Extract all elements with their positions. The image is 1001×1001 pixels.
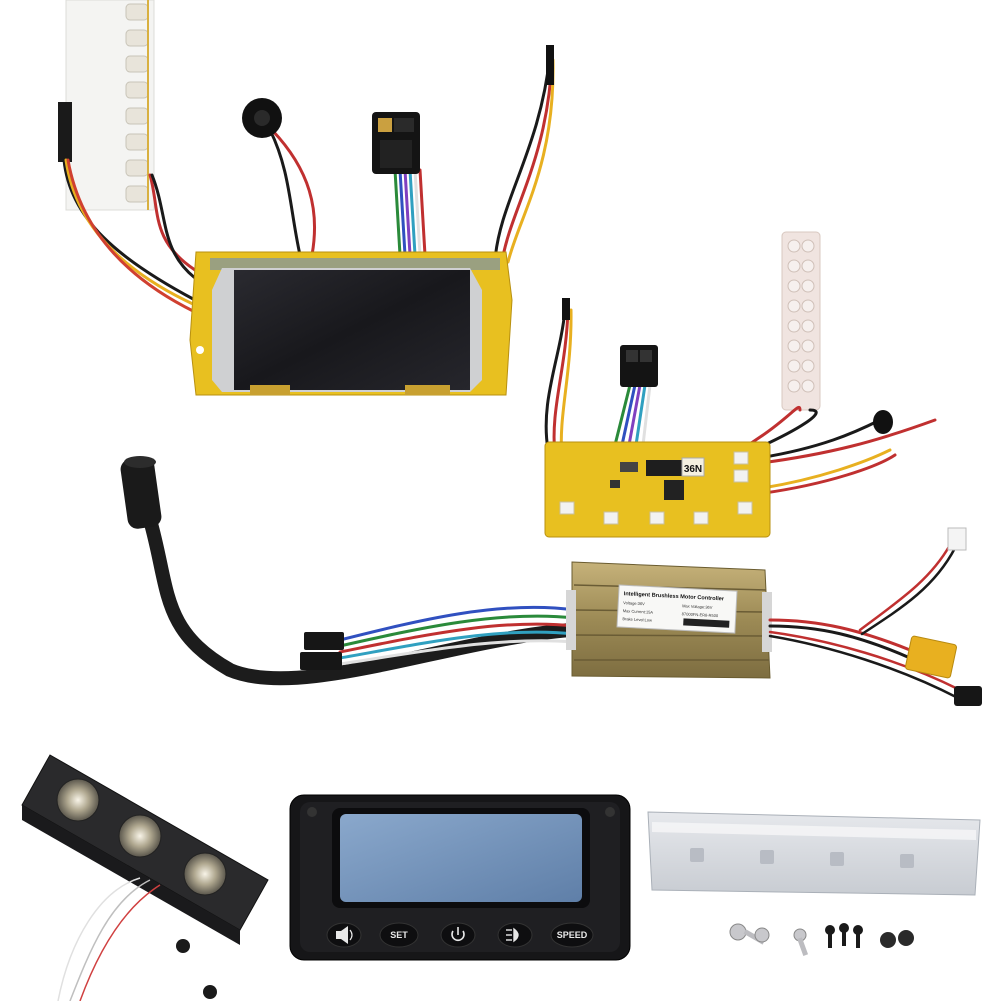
barcode	[683, 618, 730, 628]
pcb-connector-plug	[620, 345, 658, 387]
rubber-grommets	[880, 930, 914, 948]
headlight-bar	[21, 754, 269, 945]
speed-button-label: SPEED	[557, 930, 588, 940]
wire-tip	[546, 45, 554, 85]
top-display-wires	[58, 53, 555, 314]
pcb-label: 36N	[684, 464, 702, 475]
white-tip-connector	[947, 527, 967, 551]
power-icon	[451, 927, 465, 942]
controller-spec-left-1: Voltage:36V	[623, 600, 645, 606]
controller-title: Intelligent Brushless Motor Controller	[624, 591, 725, 602]
motor-controller: Intelligent Brushless Motor Controller V…	[566, 561, 772, 679]
lcd-display-board	[189, 251, 513, 396]
headlight-icon	[506, 927, 519, 943]
controller-connectors	[300, 632, 344, 670]
set-button-label: SET	[390, 930, 408, 940]
display-connector-plug	[372, 112, 420, 174]
small-buzzer	[873, 410, 893, 434]
light-button[interactable]	[497, 922, 533, 948]
dashboard-buttons: SET SPEED	[326, 922, 594, 948]
main-pcb: 36N	[544, 441, 771, 538]
dashboard-housing	[289, 794, 631, 961]
silver-screw-3	[793, 928, 809, 956]
pcb-wire-tip	[562, 298, 570, 320]
controller-power-wires	[768, 543, 962, 700]
speed-button[interactable]: SPEED	[550, 922, 594, 948]
rubber-caps	[176, 939, 217, 999]
controller-label: Intelligent Brushless Motor Controller V…	[616, 584, 738, 634]
led-strip-board	[65, 0, 155, 211]
horn-icon	[336, 926, 353, 944]
controller-spec-left-3: Brake Level:Low	[622, 616, 652, 623]
headlight-wires	[57, 877, 161, 1001]
controller-plug-cylinder	[120, 456, 162, 529]
set-button[interactable]: SET	[379, 922, 419, 948]
horn-button[interactable]	[326, 922, 362, 948]
small-black-connector	[954, 686, 982, 706]
controller-signal-wires	[338, 605, 577, 666]
clear-led-cover	[647, 811, 981, 896]
silver-screw-2	[754, 927, 770, 943]
buzzer	[242, 98, 282, 138]
controller-spec-left-2: Max Current:15A	[623, 608, 654, 615]
side-led-strip	[781, 231, 821, 411]
black-screws	[825, 923, 863, 948]
power-button[interactable]	[440, 922, 476, 948]
controller-spec-right-1: Max Voltage:36V	[682, 603, 713, 610]
screws	[729, 923, 914, 956]
xt60-connector	[905, 635, 957, 679]
dashboard-screen	[340, 814, 582, 902]
controller-spec-right-2: 87000FN-ER8-R500	[682, 611, 719, 618]
